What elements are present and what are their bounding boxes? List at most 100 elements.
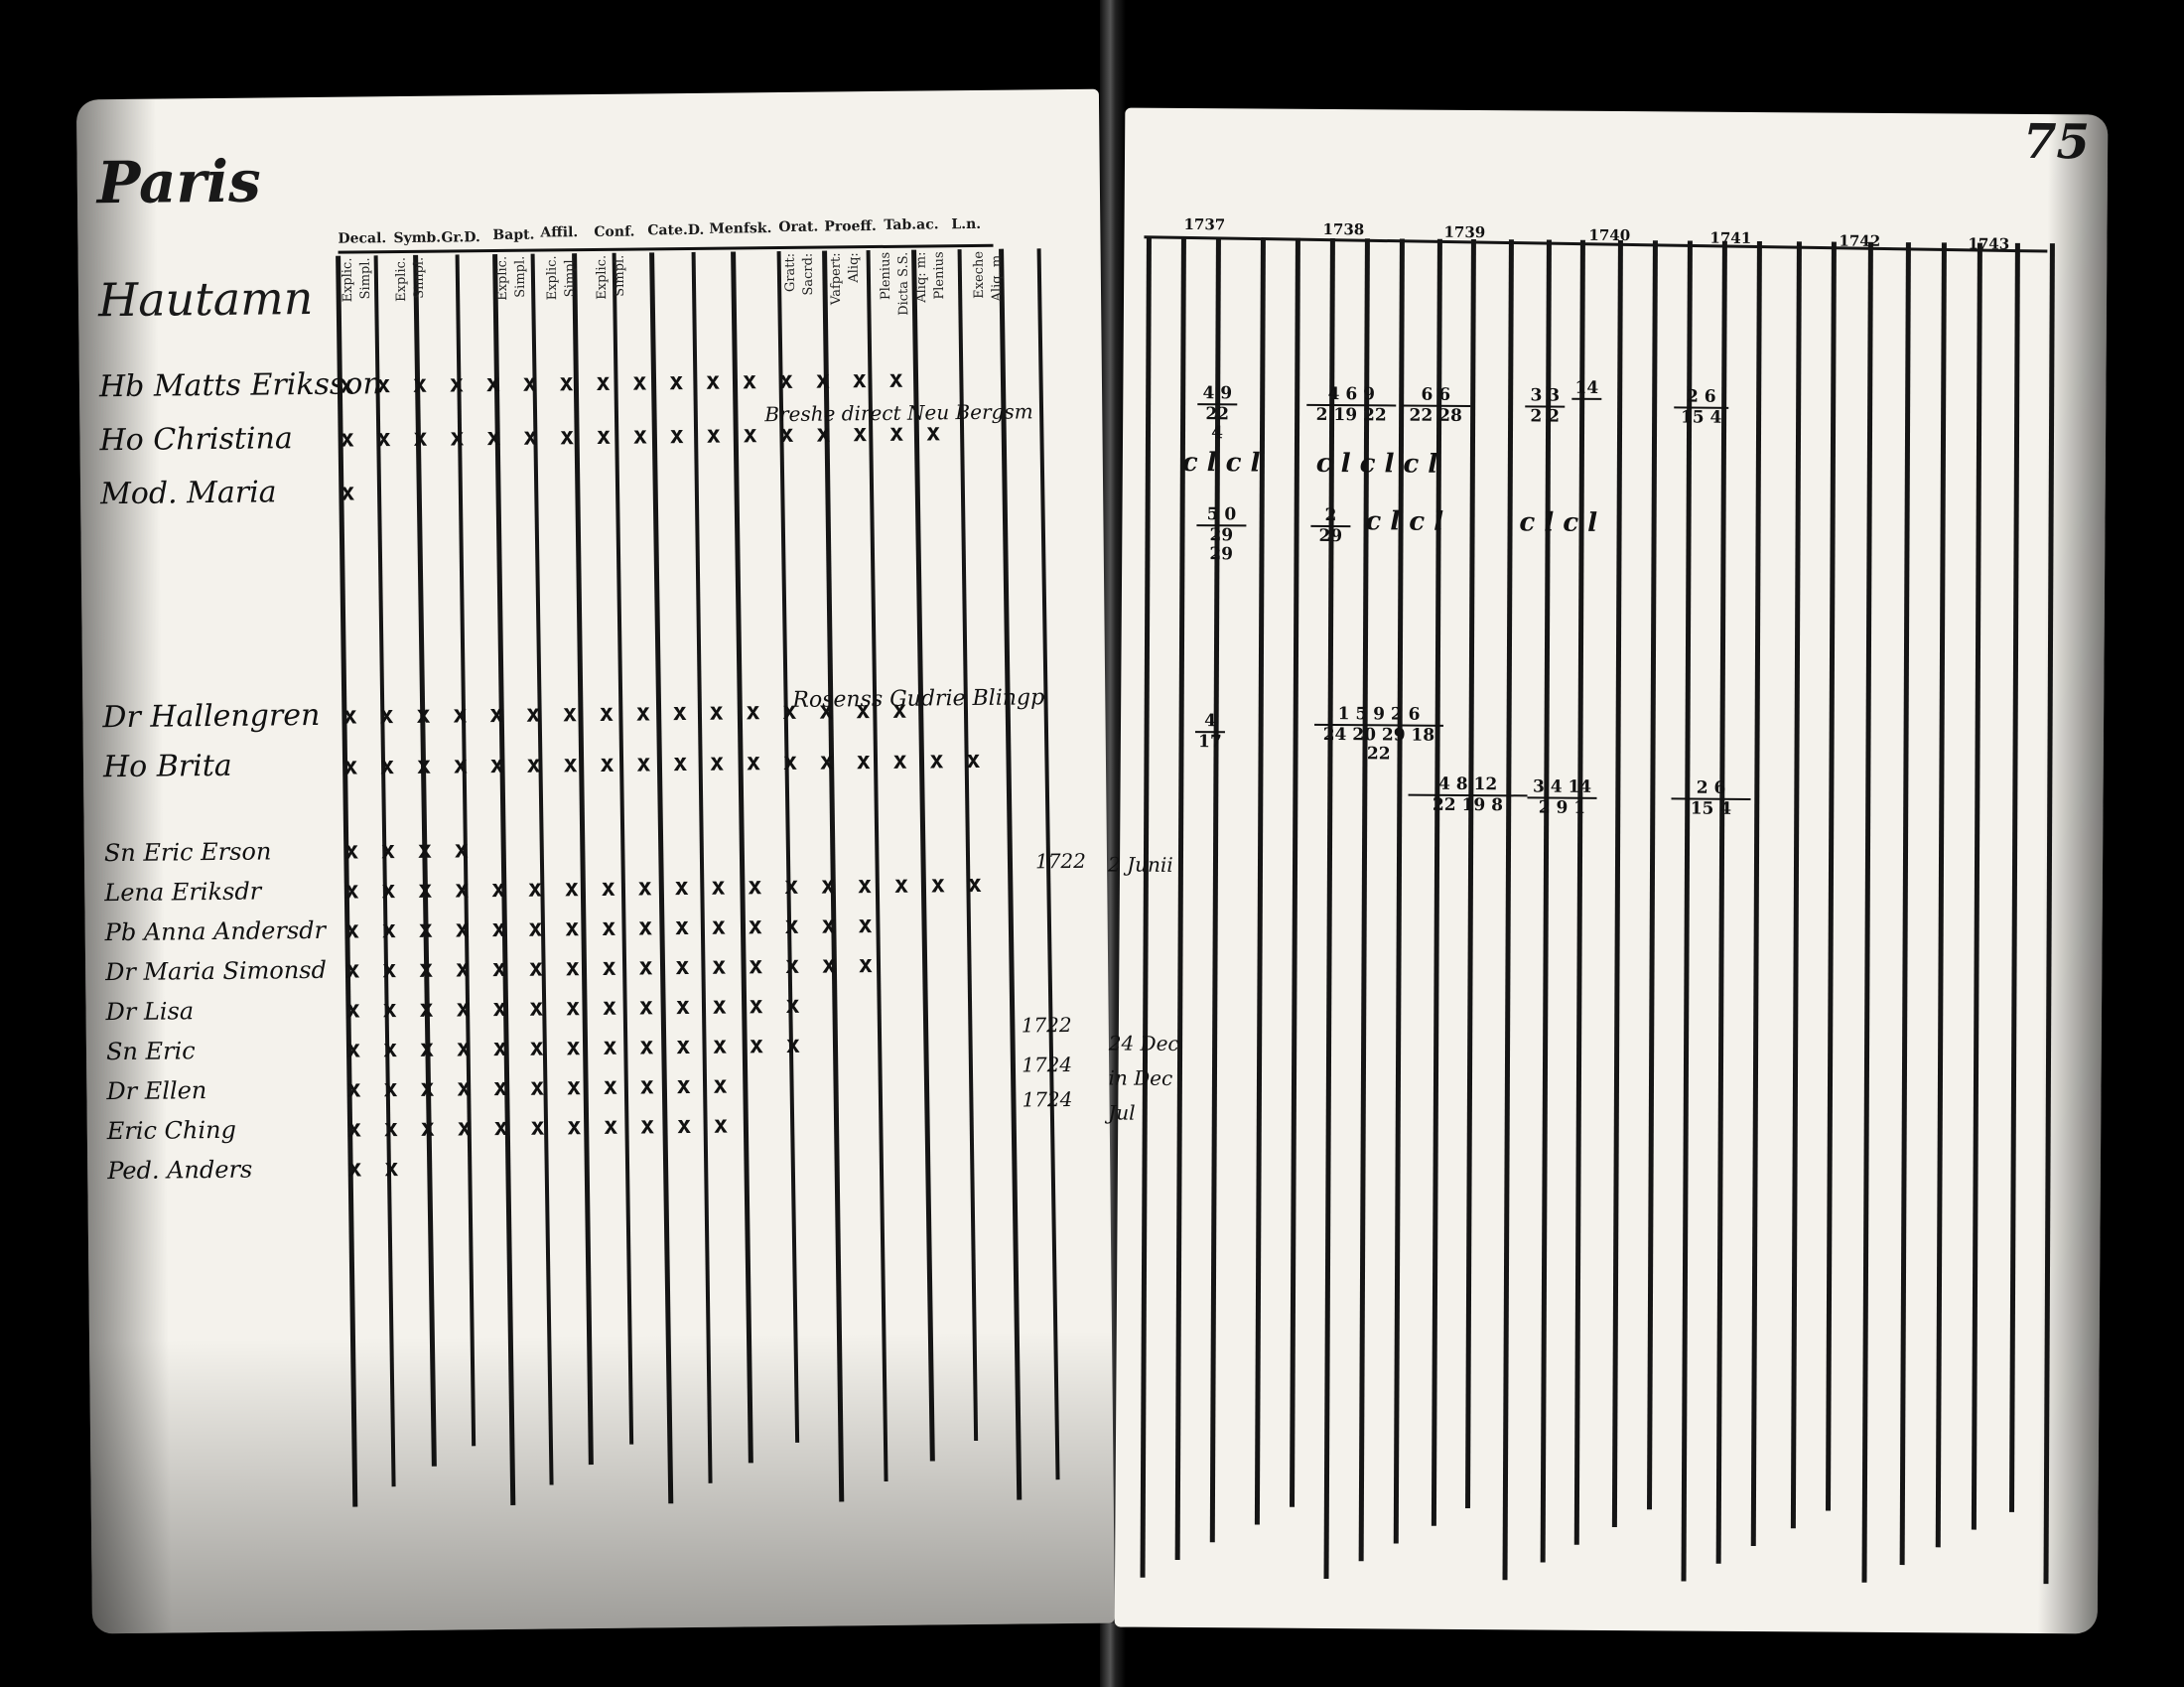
household-heading: Hautamn <box>97 270 314 328</box>
marginal-note: 2 Junii <box>1107 852 1173 877</box>
ledger-rule <box>572 253 594 1466</box>
resident-marks: x <box>340 478 359 506</box>
ledger-rule <box>1935 242 1947 1548</box>
year-header: 1740 <box>1588 225 1631 245</box>
resident-name: Ho Christina <box>99 421 293 459</box>
exam-code: c l c l <box>1519 507 1598 538</box>
column-header-symb: Symb. <box>393 229 442 247</box>
marginal-note: 1724 <box>1022 1086 1073 1112</box>
resident-marks: x x x x x x x x x x x <box>346 1110 733 1143</box>
resident-name: Eric Ching <box>106 1115 237 1146</box>
left-page-ruling <box>336 248 1060 1507</box>
marginal-note: Rosenss Gudrie Blingp <box>792 685 1045 713</box>
page-number: 75 <box>2022 113 2091 171</box>
sub-header: Aliq: m: <box>913 251 930 303</box>
ledger-rule <box>776 251 800 1443</box>
sub-header: Gratt: <box>782 252 799 293</box>
sub-header: Exeche <box>971 250 988 299</box>
resident-marks: x x x x x x x x x x x x x x x <box>344 911 877 944</box>
column-header-tabac: Tab.ac. <box>884 216 939 233</box>
resident-marks: x x x x x x x x x x x x x <box>345 1030 805 1063</box>
column-header-affil: Affil. <box>540 224 579 241</box>
resident-marks: x x x x x x x x x x x x x <box>345 990 804 1024</box>
sub-header: Vafpert: <box>828 252 845 306</box>
column-header-orat: Orat. <box>778 218 819 236</box>
ledger-rule <box>1971 242 1982 1530</box>
sub-header: Aliq. m. <box>989 250 1006 302</box>
year-header: 1741 <box>1709 228 1752 247</box>
ledger-rule <box>1174 236 1186 1560</box>
resident-name: Ped. Anders <box>107 1155 253 1186</box>
column-header-ln: L.n. <box>951 215 982 233</box>
year-header: 1742 <box>1839 231 1881 250</box>
sub-header: Plenius <box>931 251 948 300</box>
ledger-rule <box>2043 243 2055 1585</box>
resident-name: Ho Brita <box>102 748 232 785</box>
resident-name: Sn Eric <box>105 1037 196 1066</box>
ledger-rule <box>1036 248 1060 1480</box>
ledger-rule <box>612 252 634 1445</box>
ledger-rule <box>1140 236 1152 1578</box>
marginal-note: 1722 <box>1021 1012 1072 1038</box>
resident-marks: x x x x x x x x x x x x x x x <box>344 950 878 984</box>
sub-header: Simpl. <box>512 255 529 298</box>
ledger-rule <box>1573 239 1585 1545</box>
sub-header: Simpl. <box>612 254 628 297</box>
ledger-rule <box>822 250 845 1502</box>
column-header-decal: Decal. <box>338 230 387 247</box>
sub-header: Simpl. <box>411 256 428 299</box>
ledger-rule <box>1323 238 1335 1580</box>
ledger-rule <box>2009 242 2020 1512</box>
resident-name: Dr Lisa <box>105 997 195 1027</box>
ledger-rule <box>413 254 437 1467</box>
year-header: 1743 <box>1968 234 2010 253</box>
marginal-note: 1724 <box>1022 1052 1073 1077</box>
ledger-rule <box>1715 240 1727 1564</box>
ledger-rule <box>1393 238 1405 1544</box>
ledger-rule <box>1465 239 1476 1509</box>
ledger-rule <box>1611 240 1623 1528</box>
ledger-rule <box>1750 241 1762 1547</box>
marginal-note: Jul <box>1108 1100 1136 1125</box>
fraction-entry: 14 <box>1571 378 1602 400</box>
ledger-rule <box>691 251 713 1483</box>
sub-header: Simpl. <box>562 255 579 298</box>
ledger-rule <box>866 250 888 1481</box>
ledger-rule <box>1502 239 1514 1581</box>
marginal-note: 1722 <box>1034 848 1087 874</box>
sub-header: Simpl. <box>357 257 374 300</box>
ledger-rule <box>1254 237 1266 1525</box>
sub-header: Explic. <box>494 255 511 301</box>
resident-name: Dr Hallengren <box>102 697 321 736</box>
resident-name: Pb Anna Andersdr <box>104 915 327 947</box>
ledger-rule <box>336 255 358 1507</box>
ledger-rule <box>455 254 477 1447</box>
resident-name: Dr Ellen <box>106 1076 207 1106</box>
ledger-rule <box>1790 241 1802 1529</box>
exam-code: c l c l <box>1181 447 1261 479</box>
resident-name: Lena Eriksdr <box>104 877 262 908</box>
ledger-rule <box>1861 241 1873 1583</box>
sub-header: Plenius <box>878 251 894 301</box>
sub-header: Explic. <box>594 254 611 300</box>
resident-name: Dr Maria Simonsd <box>104 955 328 987</box>
parish-heading: Paris <box>96 147 262 217</box>
ledger-rule <box>1144 235 2048 253</box>
ledger-rule <box>1209 237 1221 1543</box>
ledger-rule <box>492 253 516 1505</box>
exam-code: c l c l c l <box>1315 448 1438 480</box>
right-page-ruling <box>1140 235 2055 1585</box>
ledger-rule <box>1290 237 1300 1507</box>
left-page: Paris Hautamn Decal. Symb. Gr.D. Bapt. A… <box>75 88 1116 1634</box>
sub-header: Dicta S.S. <box>895 251 912 316</box>
sub-header: Sacrd: <box>800 252 817 296</box>
